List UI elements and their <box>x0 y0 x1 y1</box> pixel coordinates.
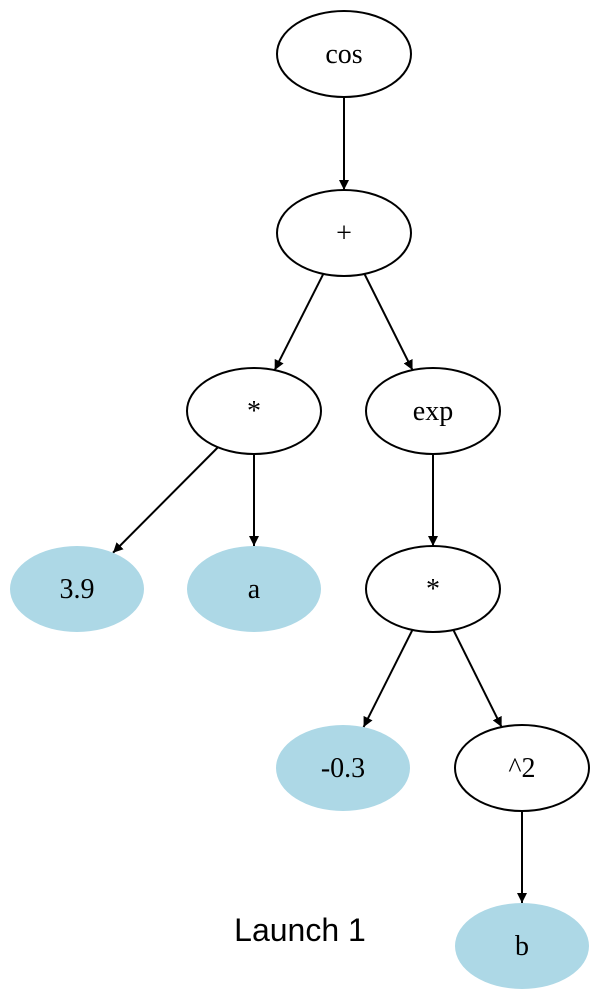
node-label: exp <box>413 396 453 427</box>
node-var-a: a <box>187 546 321 632</box>
node-label: ^2 <box>508 753 535 784</box>
operator-ellipse <box>186 367 322 455</box>
leaf-ellipse <box>10 546 144 632</box>
edge-plus-to-mul1 <box>273 273 325 371</box>
node-mul2: * <box>365 545 501 633</box>
node-label: * <box>426 574 440 605</box>
node-cos: cos <box>276 10 412 98</box>
operator-ellipse <box>365 545 501 633</box>
edge-mul2-to-const-03 <box>362 629 414 728</box>
edge-mul2-to-square <box>452 629 503 728</box>
node-label: cos <box>325 39 362 70</box>
node-label: + <box>336 218 352 249</box>
node-label: a <box>248 574 261 605</box>
edges-layer <box>112 97 527 903</box>
operator-ellipse <box>276 10 412 98</box>
leaf-ellipse <box>276 725 410 811</box>
operator-ellipse <box>276 189 412 277</box>
edge-plus-to-exp <box>363 273 414 371</box>
leaf-ellipse <box>455 903 589 989</box>
diagram-caption: Launch 1 <box>234 912 366 948</box>
node-mul1: * <box>186 367 322 455</box>
operator-ellipse <box>454 724 590 812</box>
node-label: b <box>515 931 529 962</box>
node-const39: 3.9 <box>10 546 144 632</box>
node-var-b: b <box>455 903 589 989</box>
node-label: -0.3 <box>321 753 365 784</box>
edge-mul1-to-const39 <box>112 446 219 554</box>
node-label: 3.9 <box>60 574 95 605</box>
node-square: ^2 <box>454 724 590 812</box>
leaf-ellipse <box>187 546 321 632</box>
node-label: * <box>247 396 261 427</box>
node-exp: exp <box>365 367 501 455</box>
nodes-layer: cos + * exp 3.9 a * -0.3 ^2 b <box>10 10 590 989</box>
node-const-03: -0.3 <box>276 725 410 811</box>
node-plus: + <box>276 189 412 277</box>
operator-ellipse <box>365 367 501 455</box>
